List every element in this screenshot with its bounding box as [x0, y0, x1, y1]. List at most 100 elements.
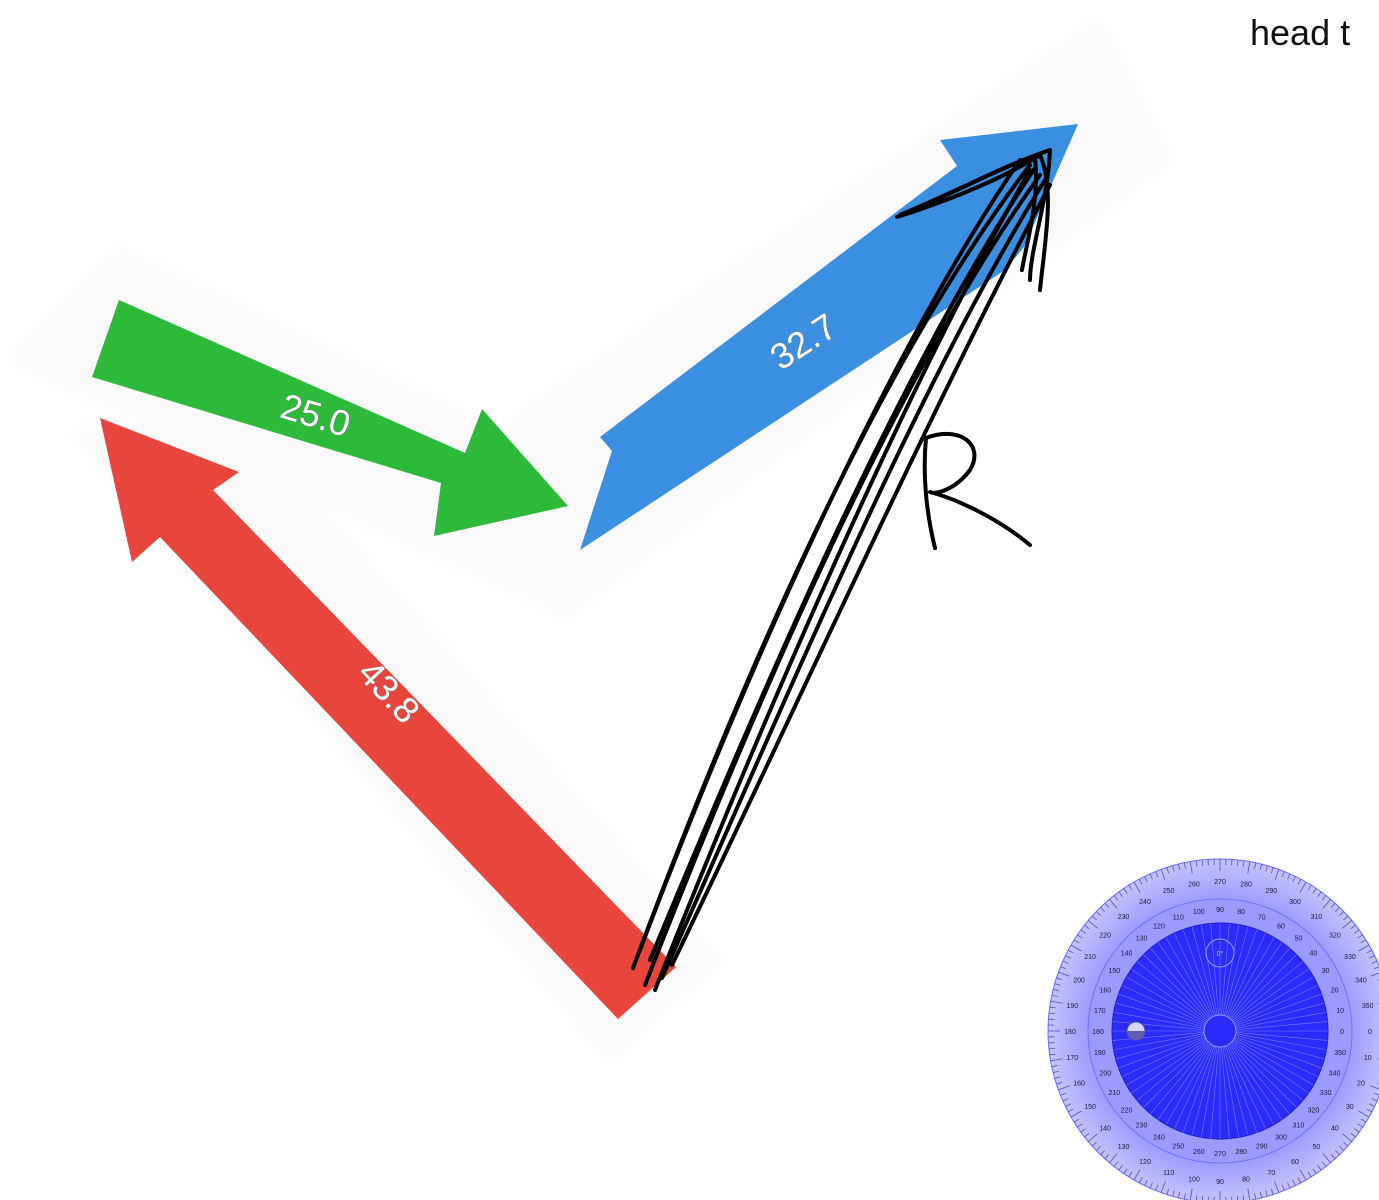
protractor-tick [1095, 911, 1101, 916]
protractor-outer-number: 160 [1073, 1080, 1085, 1087]
protractor-spoke [1225, 1045, 1258, 1133]
protractor-inner-number: 0 [1340, 1029, 1344, 1036]
protractor-outer-number: 200 [1073, 978, 1085, 985]
protractor-spoke [1223, 1046, 1249, 1136]
protractor-spoke [1235, 1011, 1327, 1029]
protractor-tick [1330, 1154, 1336, 1160]
protractor-tick [1242, 1195, 1245, 1200]
protractor-outer-number: 300 [1289, 899, 1301, 906]
protractor-spoke [1232, 1039, 1309, 1094]
protractor-tick [1054, 1076, 1061, 1079]
protractor-tick [1339, 911, 1345, 916]
protractor-tick [1160, 1181, 1166, 1193]
protractor-outer-number: 30 [1346, 1104, 1354, 1111]
protractor-tick [1144, 876, 1148, 882]
protractor-tick [1236, 1196, 1239, 1200]
protractor-tick [1297, 878, 1302, 885]
vector-green-arrow[interactable] [92, 300, 568, 536]
protractor-outer-number: 250 [1163, 888, 1175, 895]
vector-blue-arrow[interactable] [580, 124, 1078, 550]
vector-blue[interactable]: 32.7 [580, 124, 1078, 550]
protractor-tick [1087, 920, 1098, 929]
protractor-outer-number: 350 [1362, 1003, 1374, 1010]
protractor-tick [1160, 869, 1166, 881]
protractor-tick [1201, 859, 1204, 866]
protractor-tick [1123, 888, 1128, 894]
protractor-tick [1195, 860, 1198, 867]
protractor-outer-number: 20 [1357, 1080, 1365, 1087]
vector-red-arrow[interactable] [100, 418, 676, 1019]
protractor-inner-number: 150 [1109, 968, 1121, 975]
protractor-spoke [1126, 1038, 1207, 1086]
protractor-tick [1259, 1191, 1262, 1198]
vector-red[interactable]: 43.8 [100, 418, 676, 1019]
protractor-tick [1330, 902, 1336, 908]
protractor-tick [1369, 955, 1375, 959]
protractor-tick [1183, 1193, 1186, 1200]
protractor-spoke [1227, 937, 1275, 1018]
protractor-tick [1265, 1190, 1268, 1197]
protractor-tick [1172, 865, 1175, 872]
protractor-spoke [1234, 985, 1319, 1025]
protractor-inner-number: 280 [1235, 1149, 1247, 1156]
protractor-spoke [1232, 968, 1309, 1023]
protractor-inner-number: 50 [1295, 936, 1303, 943]
protractor-spoke [1118, 1036, 1206, 1069]
protractor-outer-number: 100 [1188, 1177, 1200, 1184]
protractor-tick [1358, 944, 1370, 952]
protractor-spoke [1233, 976, 1314, 1024]
protractor-inner-number: 230 [1136, 1122, 1148, 1129]
protractor-tick [1357, 1123, 1363, 1128]
protractor-zero-label: 0° [1217, 950, 1224, 958]
protractor-inner-number: 180 [1092, 1029, 1104, 1036]
protractor-tick [1343, 915, 1349, 921]
protractor-tick [1100, 906, 1105, 912]
protractor-spoke [1233, 1038, 1314, 1086]
protractor-tick [1312, 1168, 1317, 1174]
protractor-tick [1322, 898, 1331, 909]
protractor-inner-number: 250 [1172, 1144, 1184, 1151]
protractor-tick [1065, 1103, 1071, 1107]
protractor-outer-number: 140 [1099, 1125, 1111, 1132]
protractor-spoke [1182, 1045, 1215, 1133]
protractor-tick [1292, 1180, 1296, 1186]
protractor-handle-shade [1127, 1031, 1145, 1040]
protractor-tick [1048, 1047, 1055, 1050]
protractor-inner-number: 40 [1310, 951, 1318, 958]
protractor-tick [1335, 906, 1340, 912]
protractor-tick [1247, 861, 1251, 874]
protractor-spoke [1228, 942, 1283, 1019]
protractor-spoke [1228, 1043, 1283, 1120]
protractor-tick [1058, 971, 1070, 977]
protractor-tick [1189, 1188, 1193, 1200]
protractor-tick [1091, 915, 1097, 921]
protractor-outer-number: 150 [1084, 1104, 1096, 1111]
protractor-tick [1144, 1180, 1148, 1186]
hint-text: head t [1250, 12, 1351, 53]
protractor-tick [1371, 960, 1378, 964]
protractor[interactable]: 0102030405060708090100110120130140150160… [1047, 858, 1379, 1200]
protractor-tick [1149, 873, 1153, 880]
protractor-tick [1138, 878, 1143, 885]
protractor-outer-number: 230 [1118, 914, 1130, 921]
protractor-outer-number: 60 [1291, 1159, 1299, 1166]
protractor-outer-number: 330 [1344, 954, 1356, 961]
protractor-spoke [1137, 1041, 1208, 1101]
protractor-tick [1166, 867, 1170, 874]
protractor-outer-number: 10 [1364, 1055, 1372, 1062]
resultant-label-R [922, 431, 1032, 550]
protractor-tick [1274, 1181, 1280, 1193]
protractor-tick [1254, 862, 1257, 869]
protractor-tick [1118, 891, 1123, 897]
protractor-outer-number: 110 [1163, 1170, 1174, 1177]
protractor-spoke [1221, 1046, 1230, 1139]
protractor-tick [1060, 1092, 1067, 1096]
protractor-spoke [1137, 961, 1208, 1021]
protractor-outer-number: 280 [1240, 881, 1252, 888]
protractor-tick [1350, 1132, 1356, 1138]
protractor-inner-number: 130 [1136, 936, 1148, 943]
protractor-tick [1128, 1171, 1133, 1178]
protractor-spoke [1230, 948, 1290, 1019]
protractor-tick [1354, 1128, 1360, 1133]
